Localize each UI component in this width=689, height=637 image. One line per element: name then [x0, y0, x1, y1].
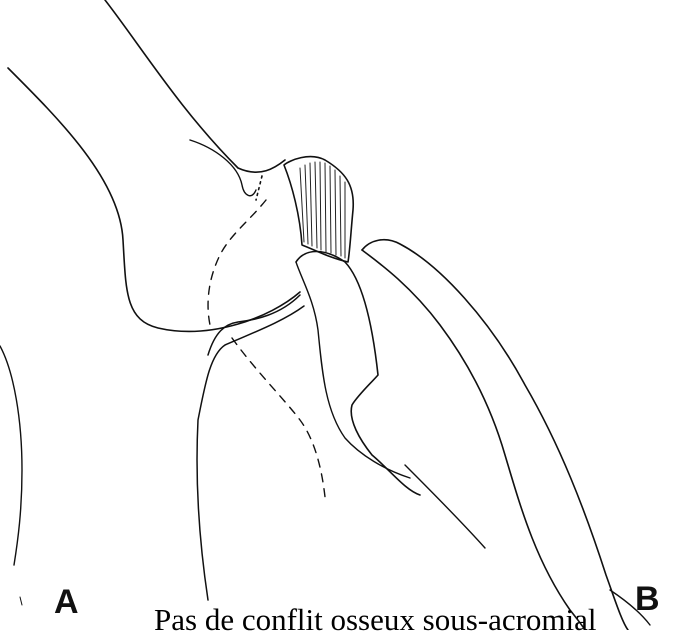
dashed-outline-lower — [232, 338, 325, 497]
figure-label-a: A — [54, 585, 79, 619]
arm-inner-contour — [362, 250, 585, 630]
figure-label-b: B — [635, 582, 660, 616]
scapula-projection — [296, 252, 420, 496]
left-contour — [0, 346, 22, 565]
faint-mark — [20, 597, 22, 605]
humeral-head-outline — [105, 0, 285, 172]
dotted-guide-line — [256, 176, 262, 200]
lower-trunk-line — [405, 465, 485, 548]
arm-outer-contour — [362, 240, 628, 630]
dashed-outline-upper — [208, 200, 266, 325]
glenoid-lower-edge — [197, 306, 304, 600]
anatomical-neck-curve — [190, 140, 256, 196]
tendon-hatching — [300, 162, 345, 258]
glenoid-upper-edge — [208, 295, 300, 355]
figure-caption: Pas de conflit osseux sous-acromial — [154, 604, 597, 635]
acromion-block — [284, 157, 353, 262]
